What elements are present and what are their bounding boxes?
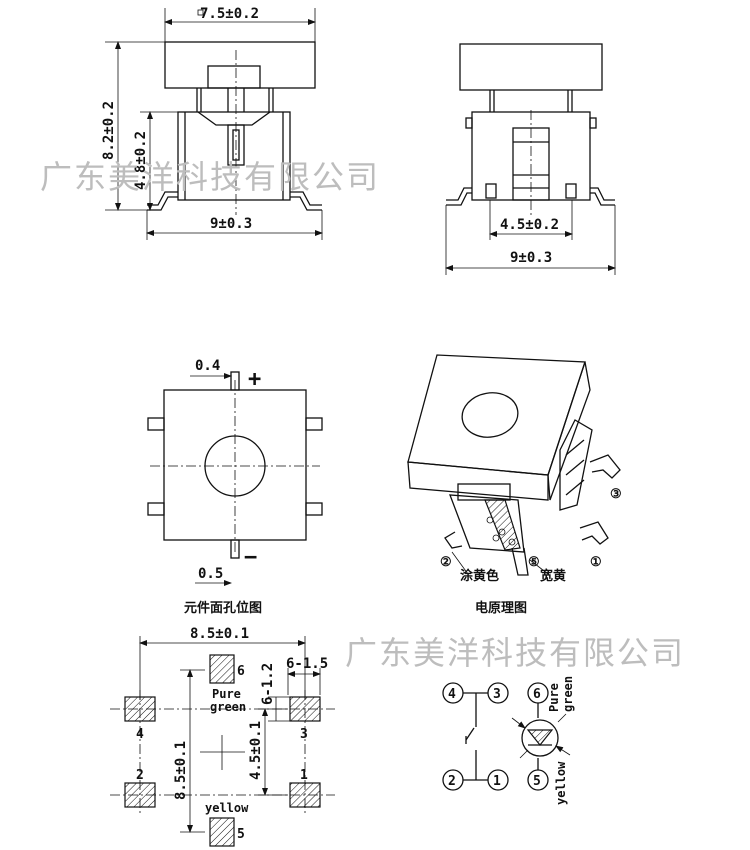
side-view: 4.5±0.2 9±0.3 [445, 43, 616, 275]
dim-side-width: 9±0.3 [510, 250, 552, 266]
sch-label-pure: Pure [547, 683, 561, 712]
pad-6 [209, 654, 235, 684]
dim-top-width: 7.5±0.2 [200, 6, 259, 22]
pad-label-2: 2 [136, 768, 144, 783]
plus-sign: + [248, 367, 261, 392]
pad-label-green: green [210, 700, 246, 714]
dim-pad-height: 8.5±0.1 [173, 741, 189, 800]
dim-pad-width: 8.5±0.1 [190, 626, 249, 642]
dim-pad-w: 6-1.5 [286, 656, 328, 672]
sch-node-3: 3 [493, 687, 501, 702]
pad-5 [209, 817, 235, 847]
pad-label-6: 6 [237, 664, 245, 679]
pad-label-1: 1 [300, 768, 308, 783]
pad-layout: 8.5±0.1 6 4 3 2 1 5 Pure green yellow 8.… [110, 626, 335, 847]
iso-pin-3: ③ [610, 487, 622, 502]
dim-pad-h: 6-1.2 [260, 663, 276, 705]
label-coating: 涂黄色 [460, 568, 499, 584]
iso-view: ③ ② ⑤ ① 涂黄色 宽黄 电原理图 [407, 354, 622, 616]
dim-body-height: 4.8±0.2 [133, 131, 149, 190]
label-wide-yellow: 宽黄 [539, 568, 566, 584]
square-symbol-icon [197, 9, 204, 16]
sch-node-5: 5 [533, 774, 541, 789]
iso-view-caption: 电原理图 [475, 600, 527, 616]
dim-side-inner: 4.5±0.2 [500, 217, 559, 233]
dim-bottom-width: 9±0.3 [210, 216, 252, 232]
front-view: 7.5±0.2 8.2±0.2 4.8±0.2 [101, 6, 323, 240]
minus-sign: − [244, 545, 257, 570]
sch-node-2: 2 [448, 774, 456, 789]
sch-label-green: green [561, 676, 575, 712]
pad-label-5: 5 [237, 827, 245, 842]
sch-node-6: 6 [533, 687, 541, 702]
top-view: 0.4 + 0.5 − 元件面孔位图 [147, 358, 323, 616]
dim-top-lead: 0.4 [195, 358, 220, 374]
watermark-2: 广东美洋科技有限公司 [345, 634, 685, 672]
pad-label-4: 4 [136, 727, 144, 742]
pad-label-pure: Pure [212, 687, 241, 701]
sch-label-yellow: yellow [554, 761, 568, 805]
pad-label-3: 3 [300, 727, 308, 742]
sch-node-4: 4 [448, 687, 456, 702]
iso-pin-2: ② [440, 555, 452, 570]
iso-pin-5: ⑤ [528, 555, 540, 570]
top-view-caption: 元件面孔位图 [184, 600, 262, 616]
schematic: 4 3 2 1 6 5 Pure green yellow [442, 676, 575, 805]
dim-bottom-lead: 0.5 [198, 566, 223, 582]
sch-node-1: 1 [493, 774, 501, 789]
iso-pin-1: ① [590, 555, 602, 570]
watermark-1: 广东美洋科技有限公司 [40, 158, 380, 196]
dim-total-height: 8.2±0.2 [101, 101, 117, 160]
dim-pad-inner: 4.5±0.1 [248, 721, 264, 780]
pad-label-yellow: yellow [205, 801, 249, 815]
